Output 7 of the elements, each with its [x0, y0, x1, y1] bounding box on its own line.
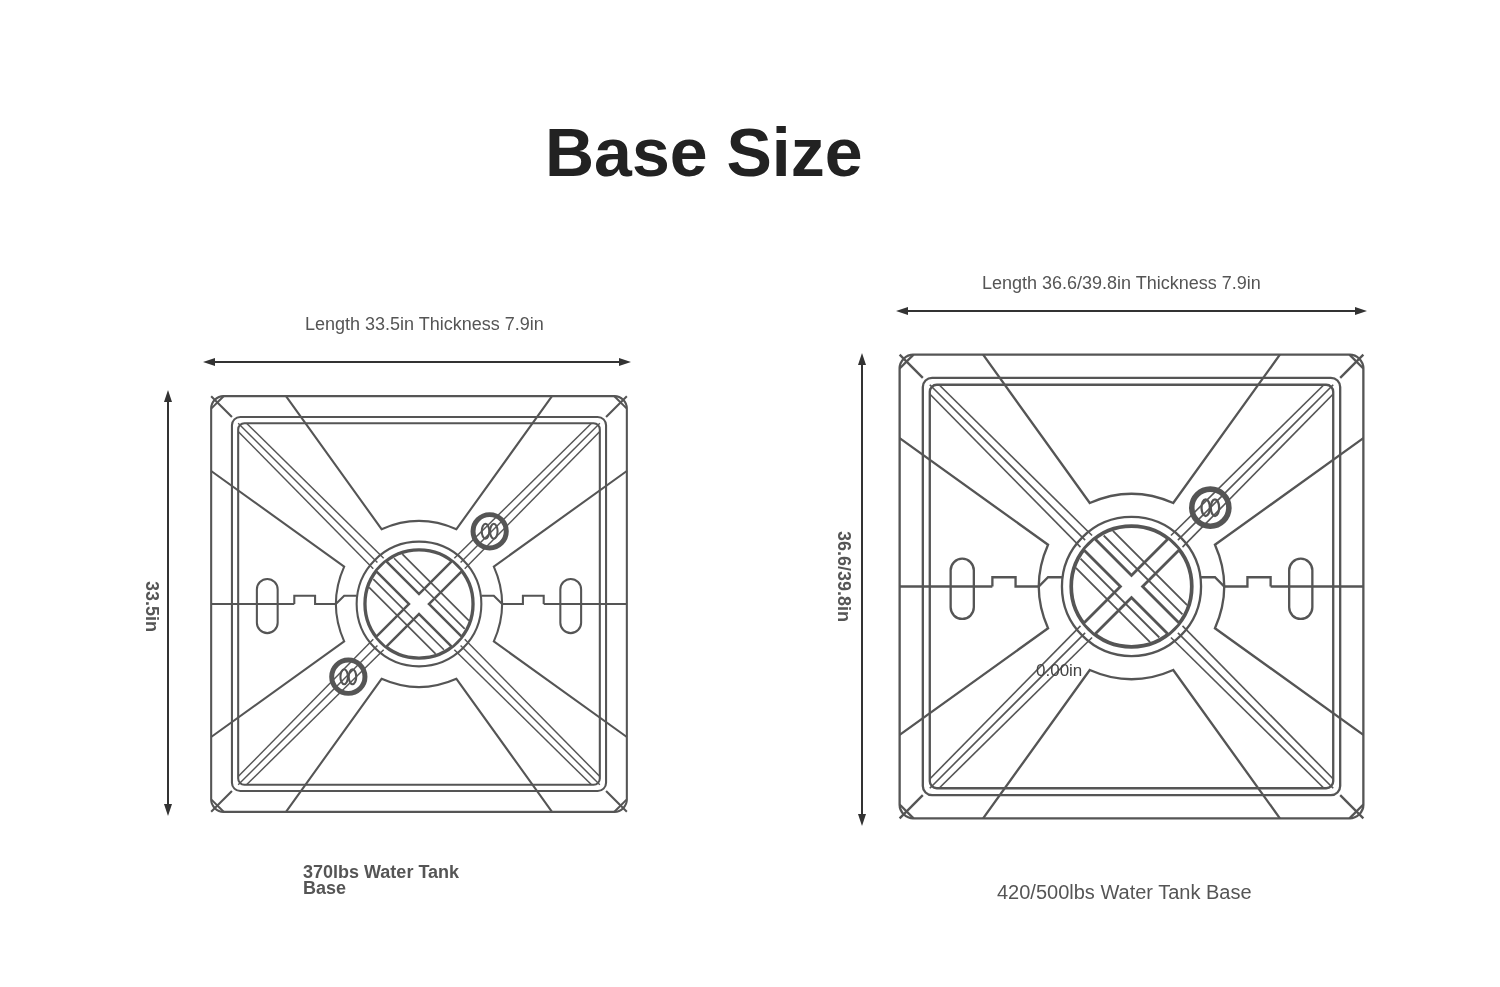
dimension-label: Length 33.5in Thickness 7.9in — [305, 313, 544, 336]
caption: 420/500lbs Water Tank Base — [997, 880, 1252, 905]
dimension-label: 33.5in — [141, 581, 163, 632]
caption: 370lbs Water Tank Base — [303, 864, 461, 896]
dimension-label: 36.6/39.8in — [833, 530, 856, 623]
dimension-label: Length 36.6/39.8in Thickness 7.9in — [982, 272, 1261, 295]
title: Base Size — [545, 118, 863, 186]
